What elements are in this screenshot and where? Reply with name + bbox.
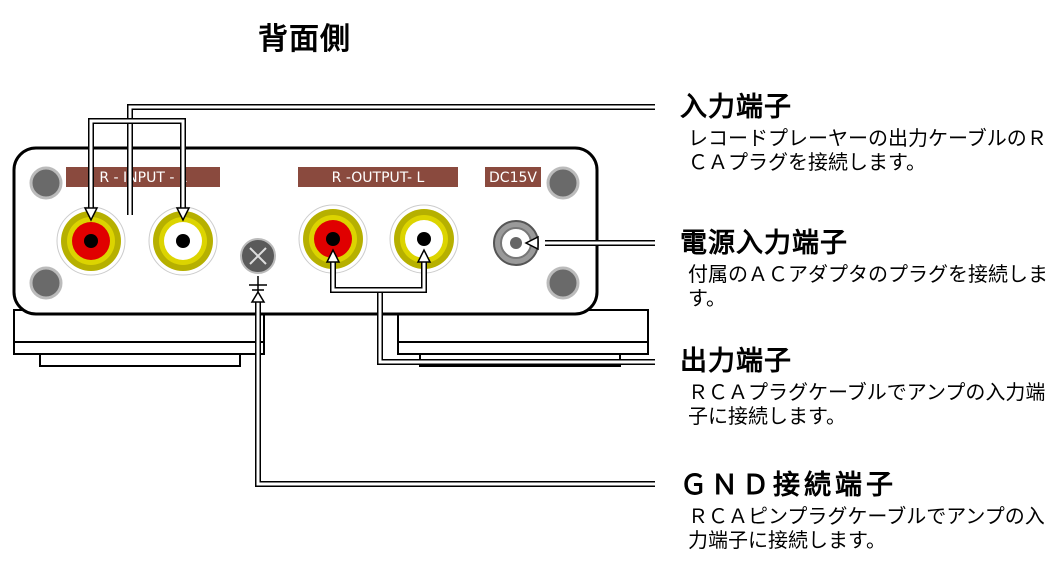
callout-heading: 電源入力端子	[680, 228, 848, 259]
output-jack-r[interactable]	[298, 204, 368, 274]
dc-label-bar	[485, 167, 541, 187]
callout-description: レコードプレーヤーの出力ケーブルのＲＣＡプラグを接続します。	[688, 126, 1047, 174]
callout-gnd: ＧＮＤ接続端子 ＲＣＡピンプラグケーブルでアンプの入力端子に接続します。	[680, 470, 1063, 552]
arrowheads	[83, 207, 539, 303]
output-label: R -OUTPUT- L	[332, 170, 425, 186]
input-jack-r[interactable]	[56, 206, 126, 276]
dc-label: DC15V	[489, 170, 537, 186]
callout-power: 電源入力端子 付属のＡＣアダプタのプラグを接続します。	[680, 228, 1063, 310]
leader-lines	[88, 104, 655, 487]
ground-symbol-icon	[249, 276, 267, 292]
input-jack-l[interactable]	[148, 206, 218, 276]
output-jack-l[interactable]	[389, 204, 459, 274]
left-foot	[13, 309, 265, 367]
right-foot	[397, 309, 649, 367]
callout-input: 入力端子 レコードプレーヤーの出力ケーブルのＲＣＡプラグを接続します。	[680, 92, 1063, 174]
callout-heading: 出力端子	[680, 346, 792, 377]
output-label-bar	[298, 167, 458, 187]
dc-power-jack[interactable]	[493, 220, 539, 266]
callout-output: 出力端子 ＲＣＡプラグケーブルでアンプの入力端子に接続します。	[680, 346, 1063, 428]
gnd-terminal[interactable]	[240, 238, 276, 274]
callout-heading: 入力端子	[680, 92, 792, 123]
callout-description: ＲＣＡピンプラグケーブルでアンプの入力端子に接続します。	[688, 504, 1045, 552]
callout-description: ＲＣＡプラグケーブルでアンプの入力端子に接続します。	[688, 380, 1046, 428]
input-label: R - INPUT - L	[99, 170, 186, 186]
page-title: 背面側	[258, 22, 351, 57]
callout-heading: ＧＮＤ接続端子	[680, 470, 897, 501]
callout-description: 付属のＡＣアダプタのプラグを接続します。	[688, 262, 1048, 310]
corner-screws	[29, 166, 580, 300]
